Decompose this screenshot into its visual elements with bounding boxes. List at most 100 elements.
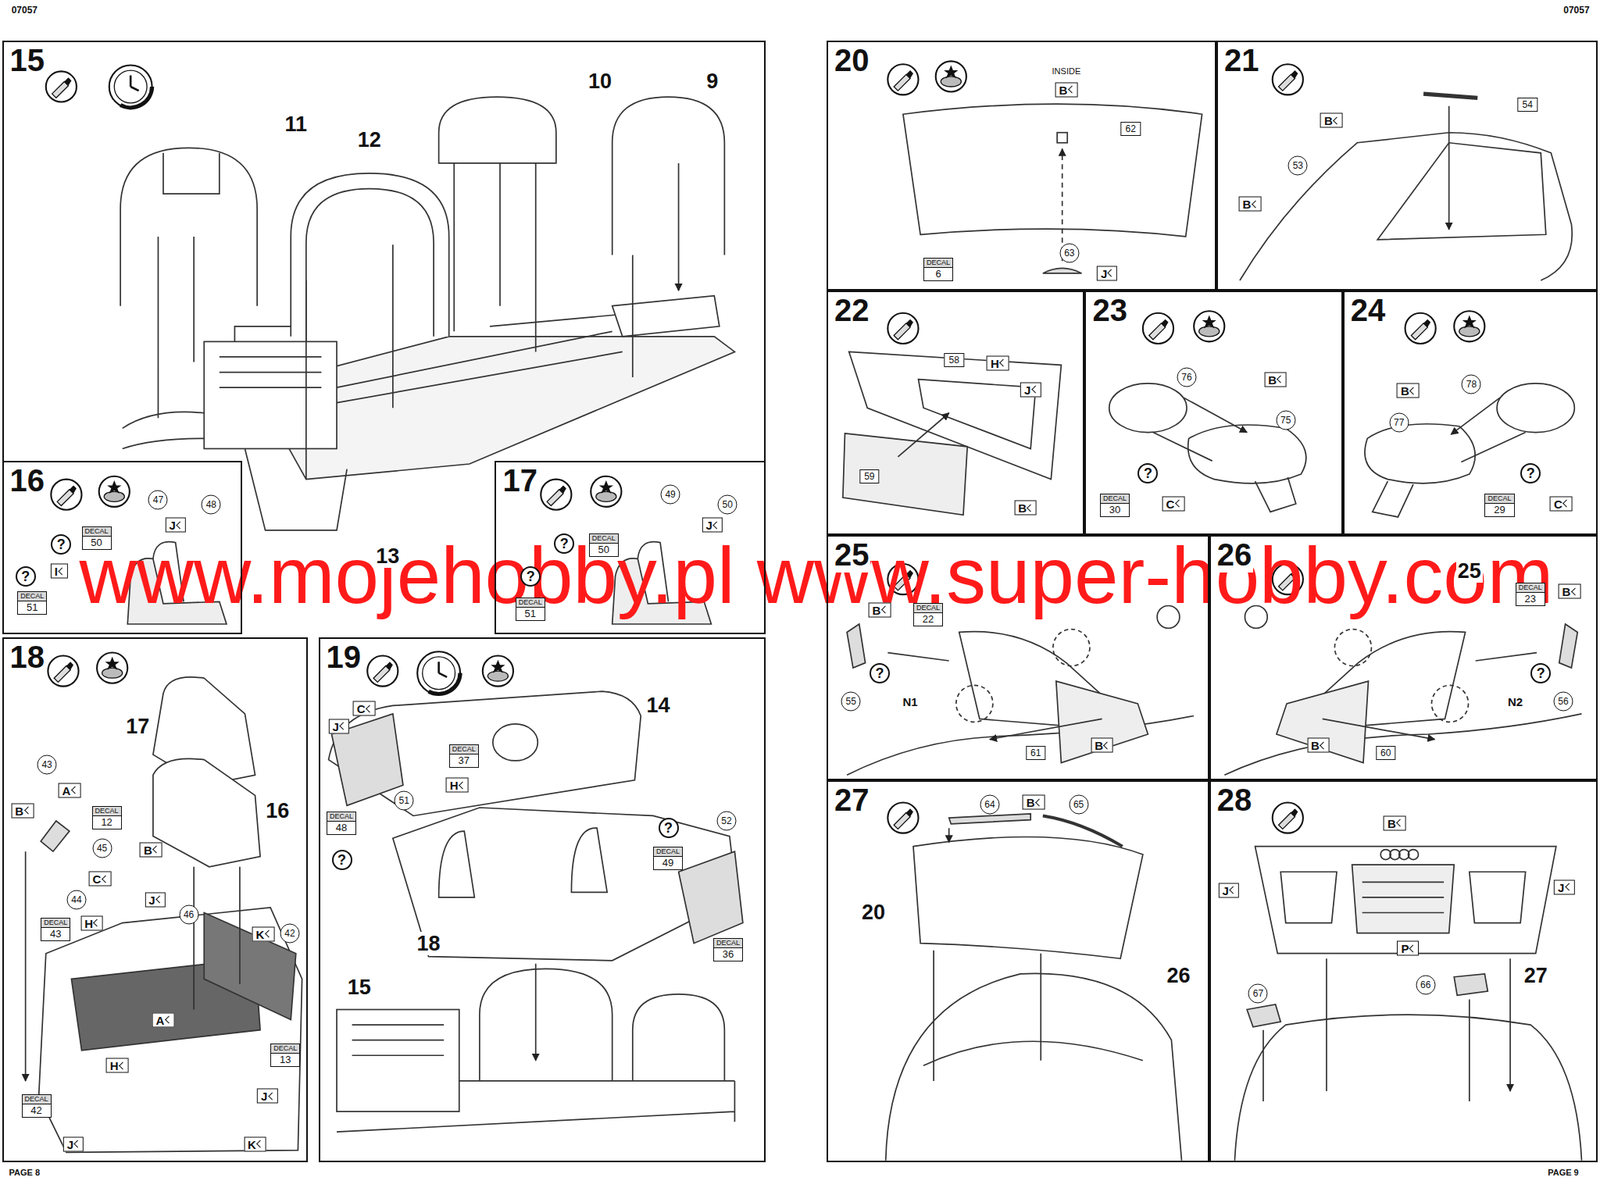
step-icon [96,653,128,684]
decal-number: 13 [271,1053,300,1067]
cockpit-drawing [336,1081,735,1133]
color-code: B [10,803,34,818]
cockpit-drawing [492,724,538,761]
step-icon [367,655,398,686]
window-drawing [897,413,949,458]
assembly-number: 9 [704,69,720,93]
step-number: 19 [325,639,364,675]
step-panel: 26DECAL23 [1209,535,1599,780]
optional-mark: ? [869,663,890,684]
step-icon [887,64,918,95]
mirror-drawing [1496,383,1575,433]
step-number: 22 [832,292,872,329]
decal-number: 6 [924,267,953,281]
step-icon [1453,310,1485,342]
bumper-drawing [1407,850,1418,861]
chassis-drawing [306,189,434,337]
step-icon [99,476,130,508]
step-panel: 20DECAL6 [826,40,1217,291]
decal-number: 51 [516,607,545,621]
decal-number: 51 [17,601,47,615]
color-code: H [986,355,1010,371]
decal-box: DECAL51 [17,591,47,615]
step-panel: 23DECAL30 [1084,290,1343,536]
decal-box: DECAL50 [589,533,619,558]
optional-mark: ? [1137,463,1158,484]
headlight-drawing [1224,714,1582,775]
window-drawing [918,379,1036,450]
step-icon [109,65,153,109]
color-code: P [1396,941,1419,957]
color-code: A [152,1012,175,1028]
step-panel: 16DECAL50DECAL51 [2,460,243,635]
color-code: K [252,926,275,942]
decal-box: DECAL13 [270,1043,300,1068]
bumper-drawing [1362,882,1444,913]
headlight-drawing [1559,624,1579,668]
cockpit-drawing [632,994,725,1082]
part-number: 64 [979,795,1000,815]
step-number: 24 [1349,292,1388,329]
step-number: 20 [832,42,872,79]
part-number: 50 [717,495,738,515]
part-number: 54 [1517,97,1538,112]
step-icon [50,479,82,511]
assembly-number: 20 [860,900,887,925]
cockpit-drawing [352,1025,445,1056]
part-number: 51 [394,790,415,811]
cockpit-drawing [328,691,642,816]
color-code: B [1557,584,1581,600]
decal-box: DECAL42 [21,1094,52,1118]
hood-drawing [885,973,1183,1161]
step-icon [417,651,461,695]
headlight-drawing [1322,653,1537,740]
bumper-drawing [1234,846,1582,1161]
bumper-drawing [1246,1004,1281,1028]
color-code: A [57,782,81,798]
step-icon [46,71,77,102]
bumper-drawing [1255,846,1557,954]
cockpit-drawing [678,851,743,944]
optional-mark: ? [1520,463,1541,484]
step-number: 27 [832,782,872,818]
chassis-drawing [163,153,220,194]
assembly-number: 14 [644,693,672,718]
step-icon [46,60,1486,833]
part-number: 44 [66,889,86,910]
page-number: PAGE 9 [1547,1167,1579,1179]
step-icon [1405,313,1436,344]
decal-number: 50 [82,536,111,550]
step-number: 21 [1222,42,1261,79]
color-code: B [1396,383,1420,399]
decal-box: DECAL37 [449,744,479,768]
body-drawing [1239,132,1572,281]
hood-drawing [933,828,1041,1082]
window-drawing [842,351,1062,515]
step-icon [1142,313,1174,344]
step-number: 16 [8,462,47,499]
windscreen-drawing [1042,267,1083,274]
windscreen-drawing [1057,132,1068,143]
windscreen-drawing [903,103,1203,237]
chassis-drawing [157,163,679,480]
mirror-drawing [1188,425,1307,484]
optional-mark: ? [658,817,679,839]
chassis-drawing [120,96,735,531]
color-code: J [1020,382,1041,397]
step-number: 28 [1215,782,1254,818]
chassis-drawing [612,296,720,337]
decal-number: 30 [1100,503,1129,517]
decal-box: DECAL50 [82,526,112,550]
part-number: 49 [660,485,681,505]
assembly-number: 18 [415,932,443,956]
step-number: 23 [1090,292,1129,329]
decal-label: DECAL [1100,494,1129,504]
decal-number: 29 [1485,503,1514,517]
chassis-drawing [290,173,449,337]
assembly-number: 15 [346,975,373,1000]
decal-number: 48 [327,821,356,835]
decal-box: DECAL30 [1100,493,1130,518]
decal-label: DECAL [914,603,943,614]
part-number: 65 [1068,795,1089,815]
